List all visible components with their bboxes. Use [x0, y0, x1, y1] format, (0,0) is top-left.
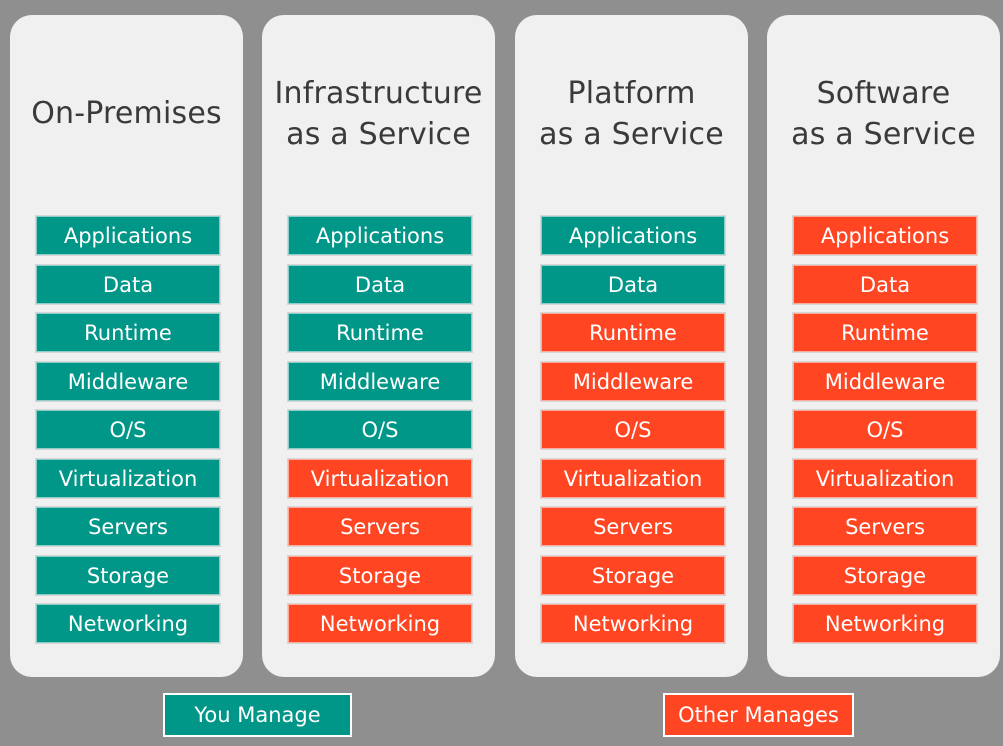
layer-applications: Applications: [35, 215, 221, 256]
column-title-line: Platform: [567, 76, 696, 111]
layer-storage: Storage: [540, 555, 726, 596]
layer-middleware: Middleware: [35, 361, 221, 402]
layer-virtualization: Virtualization: [540, 458, 726, 499]
layer-middleware: Middleware: [540, 361, 726, 402]
layer-data: Data: [792, 264, 978, 305]
column-title-on-premises: On-Premises: [10, 93, 243, 134]
layer-networking: Networking: [540, 603, 726, 644]
column-title-line: Infrastructure: [274, 76, 483, 111]
layer-o-s: O/S: [792, 409, 978, 450]
column-title-iaas: Infrastructure as a Service: [262, 73, 495, 155]
layer-data: Data: [540, 264, 726, 305]
layer-data: Data: [35, 264, 221, 305]
layer-storage: Storage: [35, 555, 221, 596]
column-title-line: On-Premises: [31, 96, 222, 131]
layer-virtualization: Virtualization: [792, 458, 978, 499]
layer-o-s: O/S: [540, 409, 726, 450]
column-title-saas: Software as a Service: [767, 73, 1000, 155]
layer-servers: Servers: [792, 506, 978, 547]
layer-runtime: Runtime: [35, 312, 221, 353]
layer-virtualization: Virtualization: [287, 458, 473, 499]
layer-applications: Applications: [792, 215, 978, 256]
layer-servers: Servers: [35, 506, 221, 547]
layer-networking: Networking: [35, 603, 221, 644]
layer-o-s: O/S: [35, 409, 221, 450]
column-title-line: as a Service: [539, 117, 724, 152]
layer-runtime: Runtime: [792, 312, 978, 353]
layer-storage: Storage: [792, 555, 978, 596]
layer-networking: Networking: [287, 603, 473, 644]
column-title-line: as a Service: [791, 117, 976, 152]
layer-applications: Applications: [287, 215, 473, 256]
column-iaas: Infrastructure as a Service Applications…: [262, 15, 495, 677]
layer-data: Data: [287, 264, 473, 305]
layer-servers: Servers: [540, 506, 726, 547]
layer-applications: Applications: [540, 215, 726, 256]
layer-runtime: Runtime: [540, 312, 726, 353]
layer-o-s: O/S: [287, 409, 473, 450]
layer-storage: Storage: [287, 555, 473, 596]
column-title-line: as a Service: [286, 117, 471, 152]
layer-virtualization: Virtualization: [35, 458, 221, 499]
legend-other-manages: Other Manages: [663, 693, 854, 737]
layer-runtime: Runtime: [287, 312, 473, 353]
layer-middleware: Middleware: [792, 361, 978, 402]
column-title-paas: Platform as a Service: [515, 73, 748, 155]
layer-servers: Servers: [287, 506, 473, 547]
legend-you-manage: You Manage: [163, 693, 352, 737]
layer-middleware: Middleware: [287, 361, 473, 402]
layer-networking: Networking: [792, 603, 978, 644]
column-title-line: Software: [816, 76, 951, 111]
